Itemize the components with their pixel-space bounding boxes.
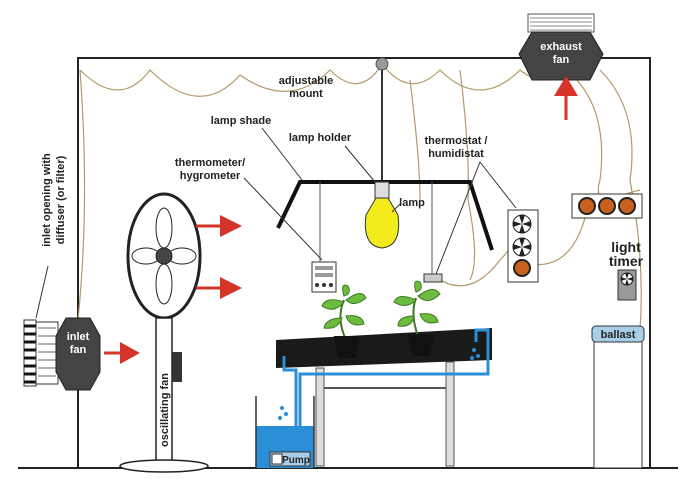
lamp-holder-label: lamp holder: [289, 132, 352, 144]
exhaust-fan-label-1: exhaust: [540, 41, 582, 53]
airflow-arrow-icon: [196, 215, 242, 237]
adjustable-mount-label-1: adjustable: [279, 75, 333, 87]
exhaust-fan-label-2: fan: [553, 54, 570, 66]
outlet-controller: [571, 193, 643, 219]
lamp-shade-label: lamp shade: [211, 115, 272, 127]
grow-table: [276, 328, 492, 467]
thermometer-label-2: hygrometer: [180, 170, 241, 182]
lamp-bulb: [364, 181, 400, 249]
ballast: ballast: [591, 325, 645, 469]
fan-blade-icon: [512, 214, 532, 234]
light-timer-label-2: timer: [609, 253, 644, 269]
adjustable-mount-knob: [375, 57, 389, 71]
lamp-label: lamp: [399, 197, 425, 209]
thermostat-label-1: thermostat /: [425, 135, 488, 147]
inlet-diffuser: [23, 319, 59, 387]
fan-blade-icon: [512, 237, 532, 257]
adjustable-mount-label-2: mount: [289, 88, 323, 100]
inlet-arrow-icon: [104, 342, 140, 364]
exhaust-fan: exhaust fan: [518, 13, 604, 81]
water-drops: [278, 348, 480, 420]
thermostat-label-2: humidistat: [428, 148, 484, 160]
oscillating-fan: [119, 192, 209, 473]
humidistat-sensor: [423, 273, 443, 283]
plant-icon: [393, 280, 441, 356]
exhaust-arrow-icon: [554, 76, 578, 120]
inlet-fan-label-1: inlet: [67, 331, 90, 343]
water-reservoir: Pump: [255, 396, 315, 468]
inlet-fan: inlet fan: [55, 317, 101, 391]
thermometer-label-1: thermometer/: [175, 157, 245, 169]
light-timer-device: [617, 269, 637, 301]
airflow-arrow-icon: [196, 277, 242, 299]
ballast-label: ballast: [601, 329, 636, 341]
inlet-opening-label-1: inlet opening with: [41, 153, 53, 247]
plant-icon: [321, 284, 367, 358]
oscillating-fan-label: oscillating fan: [159, 373, 171, 447]
inlet-fan-label-2: fan: [70, 344, 87, 356]
inlet-opening-label-2: diffuser (or filter): [55, 155, 67, 244]
thermostat-knob: [513, 259, 531, 277]
thermometer-hygrometer-device: [311, 261, 337, 293]
light-timer-label-1: light: [611, 239, 641, 255]
thermostat-panel: [507, 209, 539, 283]
pump-label: Pump: [282, 455, 310, 466]
water-pipe: [282, 328, 490, 440]
